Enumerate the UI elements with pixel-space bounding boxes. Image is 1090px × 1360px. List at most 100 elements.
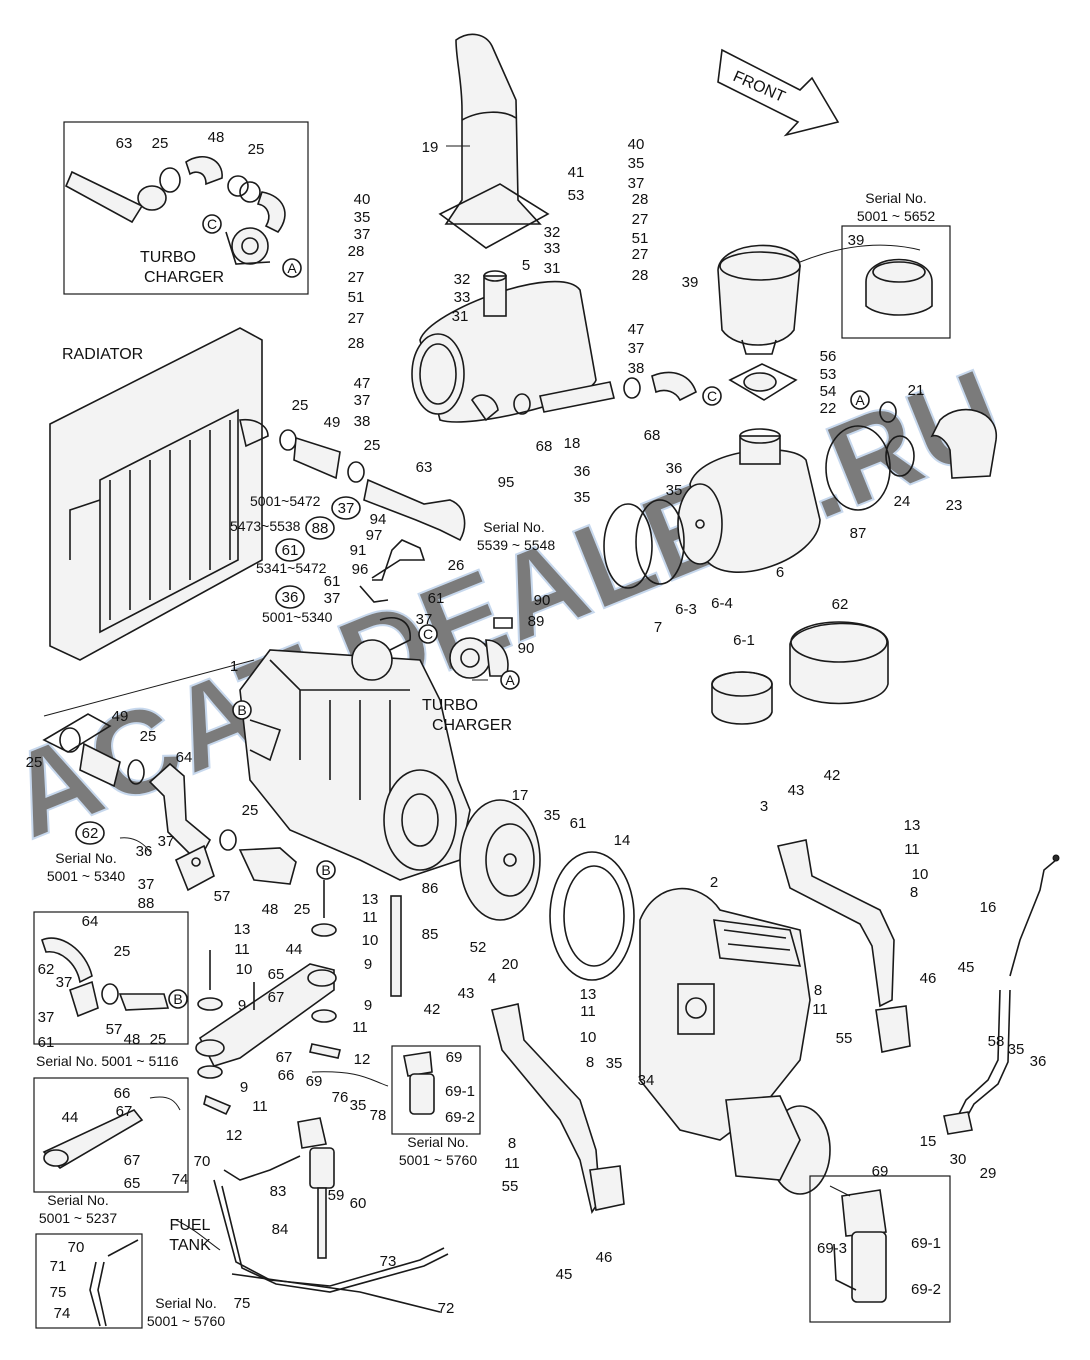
callout-27: 27 xyxy=(348,269,365,286)
callout-13: 13 xyxy=(362,891,379,908)
callout-64: 64 xyxy=(82,913,99,930)
serial-note-69-title: Serial No. xyxy=(407,1134,468,1150)
callout-25: 25 xyxy=(294,901,311,918)
callout-20: 20 xyxy=(502,956,519,973)
radiator-icon xyxy=(49,327,269,661)
callout-2: 2 xyxy=(710,874,718,891)
svg-text:C: C xyxy=(423,626,433,642)
engine-mount-icon xyxy=(195,880,337,1079)
callout-37: 37 xyxy=(628,340,645,357)
callout-35: 35 xyxy=(606,1055,623,1072)
callout-33: 33 xyxy=(544,240,561,257)
callout-6: 6 xyxy=(776,564,784,581)
callout-64: 64 xyxy=(176,749,193,766)
callout-72: 72 xyxy=(438,1300,455,1317)
serial-range-36: 5001~5340 xyxy=(262,609,333,625)
callout-55: 55 xyxy=(836,1030,853,1047)
callout-58: 58 xyxy=(988,1033,1005,1050)
mounting-band-icon xyxy=(603,425,915,589)
mount-inset-box xyxy=(33,1077,189,1193)
callout-67: 67 xyxy=(124,1152,141,1169)
svg-text:C: C xyxy=(707,388,717,404)
callout-39: 39 xyxy=(682,274,699,291)
svg-text:B: B xyxy=(237,702,246,718)
callout-37: 37 xyxy=(56,974,73,991)
callout-36: 36 xyxy=(136,843,153,860)
intake-elbow-icon xyxy=(879,401,997,479)
serial-note-5237-range: 5001 ~ 5237 xyxy=(39,1210,117,1226)
callout-25: 25 xyxy=(114,943,131,960)
callout-63: 63 xyxy=(416,459,433,476)
callout-44: 44 xyxy=(286,941,303,958)
callout-18: 18 xyxy=(564,435,581,452)
callout-65: 65 xyxy=(124,1175,141,1192)
callout-36: 36 xyxy=(666,460,683,477)
callout-10: 10 xyxy=(580,1029,597,1046)
svg-text:A: A xyxy=(855,392,865,408)
callout-25: 25 xyxy=(248,141,265,158)
callout-57: 57 xyxy=(214,888,231,905)
callout-12: 12 xyxy=(354,1051,371,1068)
callout-24: 24 xyxy=(894,493,911,510)
fuel-tank-caption-1: FUEL xyxy=(170,1217,211,1234)
callout-35: 35 xyxy=(666,482,683,499)
callout-35: 35 xyxy=(354,209,371,226)
callout-27: 27 xyxy=(632,246,649,263)
exhaust-pipe-icon xyxy=(513,371,697,415)
callout-48: 48 xyxy=(124,1031,141,1048)
callout-37: 37 xyxy=(416,611,433,628)
callout-65: 65 xyxy=(268,966,285,983)
callout-6-2: 62 xyxy=(832,596,849,613)
callout-25: 25 xyxy=(140,728,157,745)
callout-84: 84 xyxy=(272,1221,289,1238)
callout-25: 25 xyxy=(292,397,309,414)
serial-inset-box-39 xyxy=(841,225,951,339)
callout-69-1: 69-1 xyxy=(445,1083,475,1100)
callout-47: 47 xyxy=(354,375,371,392)
fuel-filter-inset-box-b xyxy=(809,1175,951,1323)
turbocharger-icon xyxy=(379,616,513,679)
callout-45: 45 xyxy=(556,1266,573,1283)
callout-45: 45 xyxy=(958,959,975,976)
callout-46: 46 xyxy=(596,1249,613,1266)
callout-43: 43 xyxy=(788,782,805,799)
callout-53: 53 xyxy=(568,187,585,204)
callout-90: 90 xyxy=(518,640,535,657)
callout-74: 74 xyxy=(172,1171,189,1188)
serial-range-37: 5001~5472 xyxy=(250,493,321,509)
fuel-tank-caption-2: TANK xyxy=(169,1237,211,1254)
callout-88: 88 xyxy=(138,895,155,912)
circled-ref-88: 88 xyxy=(305,516,335,540)
fuel-filter-icon xyxy=(403,1051,435,1115)
callout-25: 25 xyxy=(242,802,259,819)
callout-46: 46 xyxy=(920,970,937,987)
callout-52: 52 xyxy=(470,939,487,956)
circled-ref-61: 61 xyxy=(275,538,305,562)
callout-9: 9 xyxy=(364,997,372,1014)
serial-note-5116: Serial No. 5001 ~ 5116 xyxy=(36,1053,179,1069)
callout-31: 31 xyxy=(544,260,561,277)
callout-9: 9 xyxy=(238,997,246,1014)
callout-36: 36 xyxy=(574,463,591,480)
dipstick-icon xyxy=(943,854,1060,1135)
callout-25: 25 xyxy=(26,754,43,771)
callout-96: 96 xyxy=(352,561,369,578)
callout-97: 97 xyxy=(366,527,383,544)
callout-61: 61 xyxy=(570,815,587,832)
callout-59: 59 xyxy=(328,1187,345,1204)
callout-13: 13 xyxy=(904,817,921,834)
intake-hose-inset-box xyxy=(33,911,189,1045)
svg-text:62: 62 xyxy=(82,825,99,842)
callout-6-4: 6-4 xyxy=(711,595,733,612)
connector-marker-b-inset: B xyxy=(168,989,188,1009)
circled-ref-62: 62 xyxy=(75,821,105,845)
fuel-line-icon xyxy=(213,1155,449,1313)
callout-11: 11 xyxy=(904,841,920,858)
callout-29: 29 xyxy=(980,1165,997,1182)
muffler-icon xyxy=(411,270,597,423)
callout-10: 10 xyxy=(912,866,929,883)
callout-48: 48 xyxy=(208,129,225,146)
connector-marker-c-turbo: C xyxy=(418,624,438,644)
svg-text:B: B xyxy=(173,991,182,1007)
